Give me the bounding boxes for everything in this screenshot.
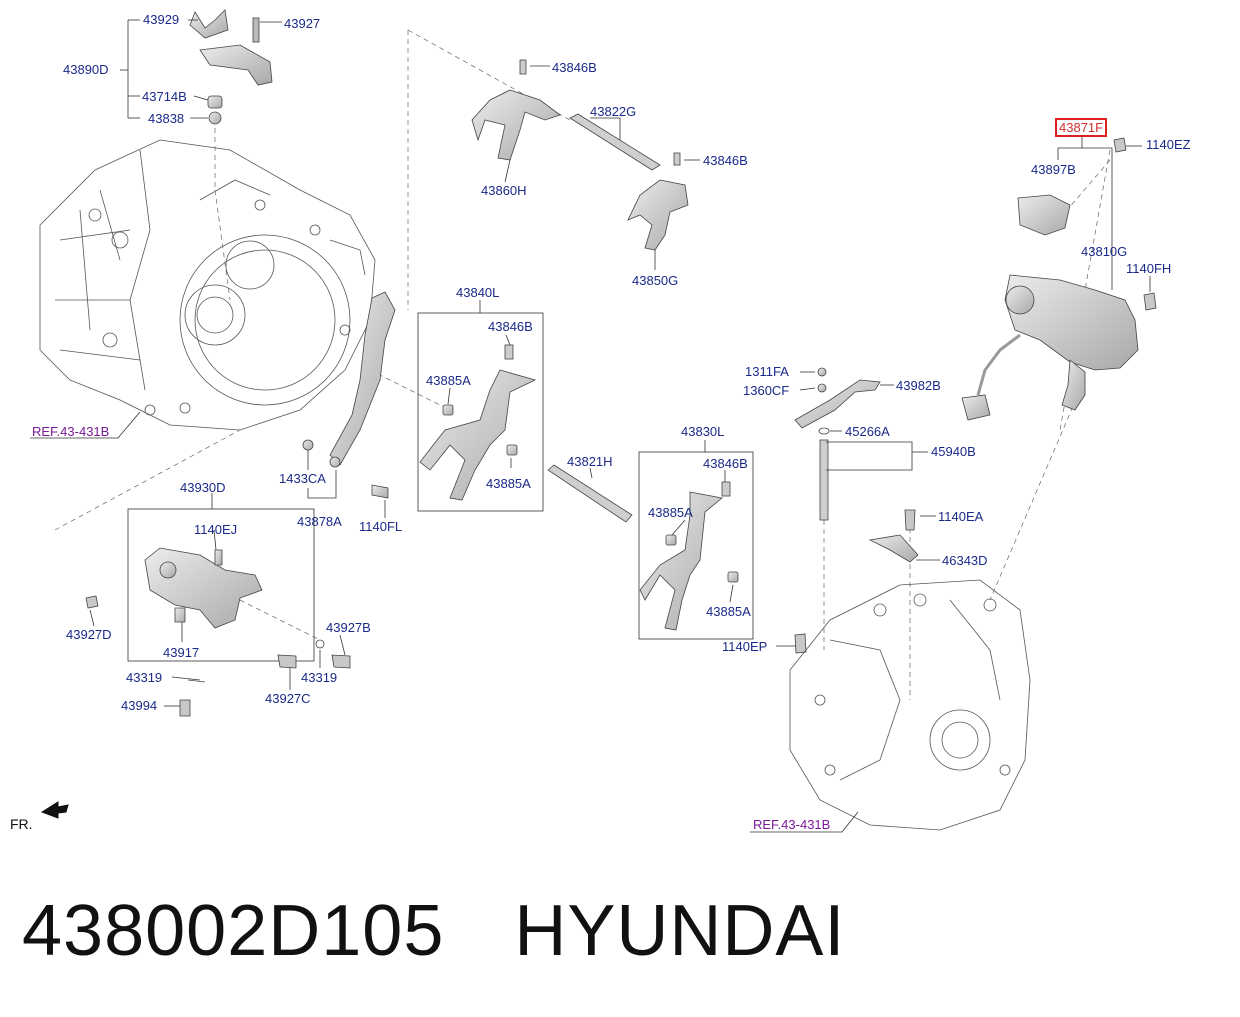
label-ref-left: REF.43-431B: [32, 424, 110, 439]
label-43930d: 43930D: [180, 480, 226, 495]
actuator-43810g: [961, 274, 1139, 421]
label-43846b-box2: 43846B: [703, 456, 748, 471]
left-transmission-case: [39, 139, 376, 431]
label-43927: 43927: [284, 16, 321, 31]
shift-rod-43822g: [569, 113, 661, 171]
label-1140fh: 1140FH: [1126, 261, 1172, 276]
label-43871f-highlighted: 43871F: [1054, 118, 1108, 137]
label-43885a-box2-a: 43885A: [648, 505, 693, 520]
group-box-43930d: [127, 508, 315, 662]
control-assembly-43930d: [144, 547, 263, 629]
label-43927b: 43927B: [326, 620, 371, 635]
label-43929: 43929: [143, 12, 180, 27]
shaft-45940b: [818, 427, 830, 521]
label-1140ep: 1140EP: [722, 639, 768, 654]
label-43846b-top: 43846B: [552, 60, 597, 75]
label-43927c: 43927C: [265, 691, 311, 706]
label-1360cf: 1360CF: [743, 383, 790, 398]
bracket-46343d: [794, 509, 919, 654]
fr-arrow: [40, 801, 69, 819]
label-43822g: 43822G: [590, 104, 637, 119]
label-43846b-box1: 43846B: [488, 319, 533, 334]
label-46343d: 46343D: [942, 553, 988, 568]
group-box-43830l: [638, 451, 754, 640]
label-43860h: 43860H: [481, 183, 527, 198]
label-fr: FR.: [10, 816, 33, 832]
shift-rod-43821h: [547, 464, 633, 523]
group-box-43840l: [417, 312, 544, 512]
label-43319-left: 43319: [126, 670, 163, 685]
label-43846b-mid: 43846B: [703, 153, 748, 168]
label-1140ea: 1140EA: [938, 509, 984, 524]
label-43850g: 43850G: [632, 273, 679, 288]
label-43319-right: 43319: [301, 670, 338, 685]
label-43897b: 43897B: [1031, 162, 1076, 177]
diagram-drawing: [30, 9, 1157, 833]
label-43927d: 43927D: [66, 627, 112, 642]
label-43838: 43838: [148, 111, 185, 126]
label-45940b: 45940B: [931, 444, 976, 459]
right-transmission-case: [789, 579, 1031, 831]
label-43830l: 43830L: [681, 424, 725, 439]
bracket-43890d: [189, 9, 273, 125]
sensor-43897b: [1017, 137, 1157, 311]
label-45266a: 45266A: [845, 424, 890, 439]
label-ref-right: REF.43-431B: [753, 817, 831, 832]
shift-fork-43860h: [471, 59, 561, 161]
label-43885a-box2-b: 43885A: [706, 604, 751, 619]
label-1140ej: 1140EJ: [194, 522, 238, 537]
parts-diagram: 43929 43927 43890D 43714B 43838 43846B 4…: [10, 9, 1191, 833]
shift-fork-43830l: [639, 481, 739, 631]
label-1311fa: 1311FA: [745, 364, 789, 379]
leader-lines: [30, 19, 1151, 833]
label-43810g: 43810G: [1081, 244, 1128, 259]
label-43821h: 43821H: [567, 454, 613, 469]
label-43714b: 43714B: [142, 89, 187, 104]
label-43982b: 43982B: [896, 378, 941, 393]
brand-name: HYUNDAI: [514, 891, 846, 971]
shift-fork-43840l: [419, 344, 537, 501]
label-1140fl: 1140FL: [359, 519, 403, 534]
label-1140ez: 1140EZ: [1146, 137, 1191, 152]
label-43878a: 43878A: [297, 514, 342, 529]
shift-fork-43850g: [627, 152, 689, 251]
label-43885a-box1-a: 43885A: [426, 373, 471, 388]
bolts-bottom-left: [85, 595, 351, 717]
label-43840l: 43840L: [456, 285, 500, 300]
label-1433ca: 1433CA: [279, 471, 326, 486]
label-43994: 43994: [121, 698, 158, 713]
label-43890d: 43890D: [63, 62, 109, 77]
part-number: 438002D105: [22, 891, 445, 971]
bracket-43982b: [794, 367, 881, 429]
label-43885a-box1-b: 43885A: [486, 476, 531, 491]
label-43917: 43917: [163, 645, 200, 660]
